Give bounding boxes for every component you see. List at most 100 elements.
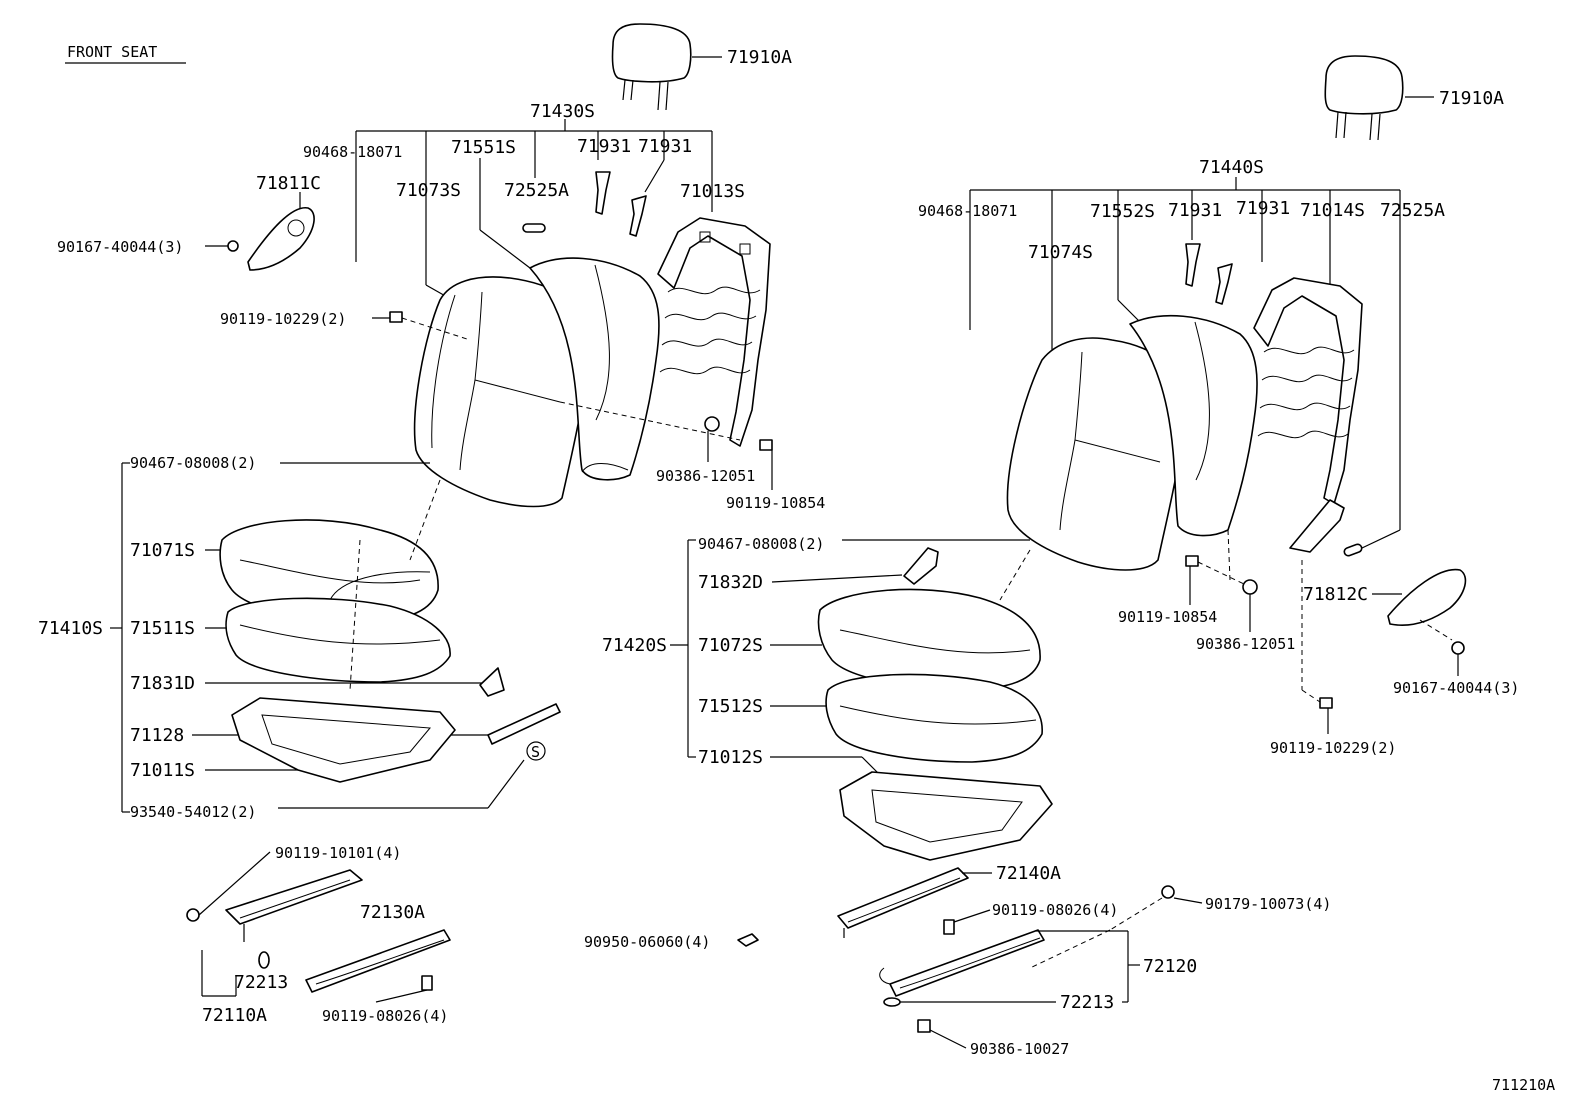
- label-71811C: 71811C: [256, 173, 321, 194]
- label-71012S: 71012S: [698, 747, 763, 768]
- seat-track-right-outer: [879, 929, 1045, 997]
- label-71074S: 71074S: [1028, 242, 1093, 263]
- label-71552S: 71552S: [1090, 201, 1155, 222]
- label-71931-d: 71931: [1236, 198, 1290, 219]
- seat-back-frame-right: [1253, 277, 1363, 553]
- seat-back-pad-left: [529, 257, 660, 481]
- label-90386-12051-left: 90386-12051: [656, 467, 755, 485]
- label-90468-right: 90468-18071: [918, 202, 1017, 220]
- label-72140A: 72140A: [996, 863, 1061, 884]
- bolt-90119-10854-left: [759, 439, 773, 490]
- headrest-right: [1324, 55, 1434, 141]
- seat-track-left-outer: [305, 929, 451, 993]
- figure-code: 711210A: [1492, 1076, 1555, 1094]
- nut-90386-12051-right: [1242, 579, 1258, 632]
- label-71011S: 71011S: [130, 760, 195, 781]
- label-71440S: 71440S: [1199, 157, 1264, 178]
- label-90386-10027: 90386-10027: [970, 1040, 1069, 1058]
- label-72213-left: 72213: [234, 972, 288, 993]
- label-71931-a: 71931: [577, 136, 631, 157]
- label-72110A: 72110A: [202, 1005, 267, 1026]
- bracket-71812C: [1372, 568, 1467, 627]
- label-71410S: 71410S: [38, 618, 103, 639]
- label-71910A-right: 71910A: [1439, 88, 1504, 109]
- seat-cushion-frame-right: [839, 771, 1053, 861]
- rail-71128: [487, 703, 561, 745]
- label-90119-10854-left: 90119-10854: [726, 494, 825, 512]
- label-71910A-left: 71910A: [727, 47, 792, 68]
- label-71512S: 71512S: [698, 696, 763, 717]
- label-90167-right: 90167-40044(3): [1393, 679, 1519, 697]
- label-71072S: 71072S: [698, 635, 763, 656]
- label-72120: 72120: [1143, 956, 1197, 977]
- plug-72213-right: [883, 997, 1056, 1007]
- seat-back-cover-right: [1006, 337, 1185, 571]
- seat-cushion-pad-right: [825, 673, 1043, 763]
- bolt-90119-10854-right: [1185, 555, 1199, 605]
- label-90119-10854-right: 90119-10854: [1118, 608, 1217, 626]
- label-90167-left: 90167-40044(3): [57, 238, 183, 256]
- cover-71832D: [903, 547, 939, 585]
- seat-cushion-cover-right: [817, 588, 1041, 691]
- label-90467-right: 90467-08008(2): [698, 535, 824, 553]
- screw-90167-right: [1451, 641, 1465, 676]
- label-71073S: 71073S: [396, 180, 461, 201]
- label-90119-10229-right: 90119-10229(2): [1270, 739, 1396, 757]
- clip-72525A-right: [1343, 543, 1363, 557]
- label-72213-right: 72213: [1060, 992, 1114, 1013]
- label-71071S: 71071S: [130, 540, 195, 561]
- label-90950: 90950-06060(4): [584, 933, 710, 951]
- bolt-90119-08026-left: [375, 975, 433, 1003]
- bolt-90119-10101: [186, 851, 271, 922]
- seat-cushion-frame-left: [231, 697, 456, 783]
- label-90467-left: 90467-08008(2): [130, 454, 256, 472]
- clip-71931-left: [595, 171, 647, 237]
- seat-back-pad-right: [1129, 314, 1258, 537]
- label-71931-b: 71931: [638, 136, 692, 157]
- s-mark-label: S: [531, 743, 540, 761]
- label-71832D: 71832D: [698, 572, 763, 593]
- clip-72525A-left: [522, 223, 546, 233]
- label-90119-10101: 90119-10101(4): [275, 844, 401, 862]
- label-72525A-right: 72525A: [1380, 200, 1445, 221]
- cover-71831D: [479, 667, 505, 697]
- label-71014S: 71014S: [1300, 200, 1365, 221]
- label-90386-12051-right: 90386-12051: [1196, 635, 1295, 653]
- label-72525A-left: 72525A: [504, 180, 569, 201]
- plug-72213-left: [258, 951, 270, 969]
- label-71013S: 71013S: [680, 181, 745, 202]
- label-71831D: 71831D: [130, 673, 195, 694]
- label-90179: 90179-10073(4): [1205, 895, 1331, 913]
- diagram-title: FRONT SEAT: [67, 43, 157, 61]
- bracket-71811C: [247, 192, 315, 271]
- nut-90386-12051-left: [704, 416, 720, 462]
- label-71420S: 71420S: [602, 635, 667, 656]
- label-71511S: 71511S: [130, 618, 195, 639]
- label-71430S: 71430S: [530, 101, 595, 122]
- headrest-left: [611, 23, 722, 111]
- label-72130A: 72130A: [360, 902, 425, 923]
- label-93540: 93540-54012(2): [130, 803, 256, 821]
- seat-cushion-cover-left: [219, 519, 439, 623]
- seat-back-cover-left: [413, 276, 589, 508]
- label-90119-08026-left: 90119-08026(4): [322, 1007, 448, 1025]
- label-90119-08026-right: 90119-08026(4): [992, 901, 1118, 919]
- label-71931-c: 71931: [1168, 200, 1222, 221]
- label-71551S: 71551S: [451, 137, 516, 158]
- seat-back-frame-left: [657, 217, 771, 447]
- nut-90386-10027: [917, 1019, 967, 1049]
- label-90119-10229-left: 90119-10229(2): [220, 310, 346, 328]
- seat-cushion-pad-left: [225, 597, 451, 683]
- clip-90950: [737, 933, 759, 947]
- clip-71931-right: [1185, 243, 1233, 305]
- bolt-90119-08026-right: [943, 909, 991, 935]
- bolt-90119-10229-right: [1319, 697, 1333, 734]
- nut-90179-10073: [1161, 885, 1203, 904]
- seat-track-left-inner: [225, 869, 363, 942]
- seat-track-right-inner: [837, 867, 992, 938]
- s-mark: S: [526, 741, 546, 761]
- label-71128: 71128: [130, 725, 184, 746]
- screw-90167-left: [205, 240, 239, 252]
- bolt-90119-10229-left: [372, 311, 403, 323]
